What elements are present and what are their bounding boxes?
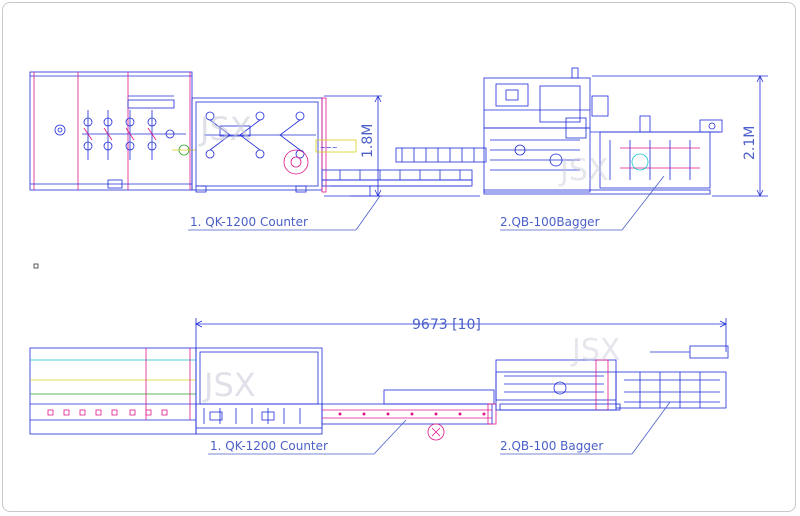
plan-label-counter: 1. QK-1200 Counter [210,439,328,453]
conveyor-plan [321,389,497,441]
dimension-2-1m [592,75,768,197]
top-leaders [188,175,665,231]
conveyor-top [321,147,487,197]
bagger-machine-side [483,67,723,195]
watermark-plan-2: JSX [570,333,620,368]
top-label-counter: 1. QK-1200 Counter [190,215,308,229]
plan-label-bagger: 2.QB-100 Bagger [500,439,603,453]
plan-leaders [208,401,671,455]
marker-square [33,263,39,269]
watermark-plan-1: JSX [202,366,256,404]
dimension-1-8m [324,95,382,197]
length-dim-label: 9673 [10] [412,317,481,333]
plan-view: 9673 [10] [29,317,729,455]
svg-text:~~~: ~~~ [320,144,338,152]
bagger-plan [495,345,729,411]
watermark-top-right: JSX [558,153,608,188]
height-dim-1-label: 1.8M [360,124,376,158]
counter-machine-side: ~~~ [191,97,357,193]
feeder-cabinet [29,71,196,191]
top-elevation-view: ~~~ [29,67,768,231]
feeder-plan [29,347,197,435]
watermark-top: JSX [198,110,252,148]
height-dim-2-label: 2.1M [742,126,758,160]
top-label-bagger: 2.QB-100Bagger [500,215,600,229]
